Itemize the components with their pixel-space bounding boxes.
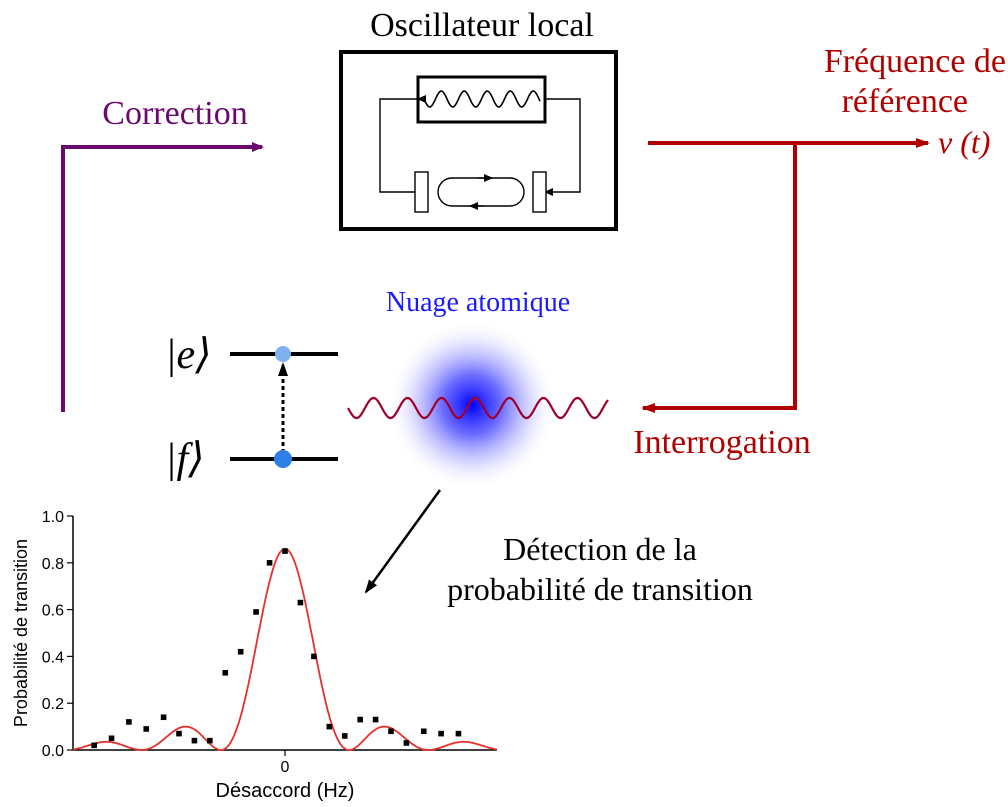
detection-label-line2: probabilité de transition [447, 571, 753, 607]
data-point [403, 740, 410, 746]
state-e-label: |e⟩ [165, 332, 212, 378]
excited-dot [275, 346, 291, 362]
data-point [207, 737, 213, 744]
y-tick-label: 0.0 [42, 743, 64, 760]
interrogation-label: Interrogation [633, 424, 811, 461]
cavity-mirror-right [532, 171, 547, 213]
y-tick-label: 0.4 [42, 649, 64, 666]
detection-label-line1: Détection de la [503, 531, 697, 567]
data-point [357, 716, 363, 723]
correction-arrow [61, 142, 264, 412]
fit-curve [72, 547, 498, 751]
data-point [253, 609, 259, 615]
x-tick-label: 0 [281, 759, 290, 776]
nu-t-label: ν (t) [938, 124, 990, 160]
data-point [222, 669, 229, 676]
oscillator-loop-right [544, 98, 581, 196]
probe-wave [347, 396, 609, 420]
data-point [420, 728, 427, 735]
data-point [126, 719, 132, 725]
laser-wave [423, 90, 541, 108]
data-point [326, 723, 333, 730]
y-tick-label: 0.2 [42, 696, 64, 713]
oscillator-loop-left [379, 95, 426, 193]
detection-arrow [364, 489, 442, 594]
oscillator-box [339, 50, 618, 231]
reference-label-line1: Fréquence de [824, 43, 1006, 80]
reference-label-line2: référence [842, 83, 968, 120]
state-f-label: |f⟩ [165, 436, 205, 482]
x-axis-label: Désaccord (Hz) [216, 780, 355, 802]
cavity-beam [437, 177, 525, 207]
data-point [266, 560, 273, 566]
cloud-label: Nuage atomique [386, 287, 570, 318]
data-point [108, 735, 115, 742]
transition-probability-chart: 0.0 0.2 0.4 0.6 0.8 1.0 0 Désaccord (Hz) Prob… [11, 509, 498, 802]
data-point [372, 716, 379, 723]
data-point [341, 733, 348, 739]
data-point [143, 726, 150, 732]
y-tick-label: 1.0 [42, 509, 64, 526]
oscillator-title: Oscillateur local [370, 7, 594, 44]
interrogation-arrow [641, 143, 797, 413]
y-tick-label: 0.6 [42, 603, 64, 620]
atomic-cloud [387, 320, 557, 490]
data-point [191, 737, 198, 744]
y-axis-label: Probabilité de transition [11, 539, 31, 727]
data-point [237, 648, 244, 655]
data-point [297, 599, 304, 606]
y-tick-label: 0.8 [42, 556, 64, 573]
data-point [438, 730, 444, 737]
ground-dot [274, 450, 292, 468]
data-point [176, 730, 182, 737]
data-point [282, 548, 288, 554]
data-point [91, 742, 97, 749]
data-point [388, 728, 394, 735]
data-point [160, 714, 167, 721]
data-point [311, 653, 317, 660]
cavity-mirror-left [414, 171, 429, 213]
data-point [455, 730, 462, 737]
correction-label: Correction [102, 95, 247, 132]
